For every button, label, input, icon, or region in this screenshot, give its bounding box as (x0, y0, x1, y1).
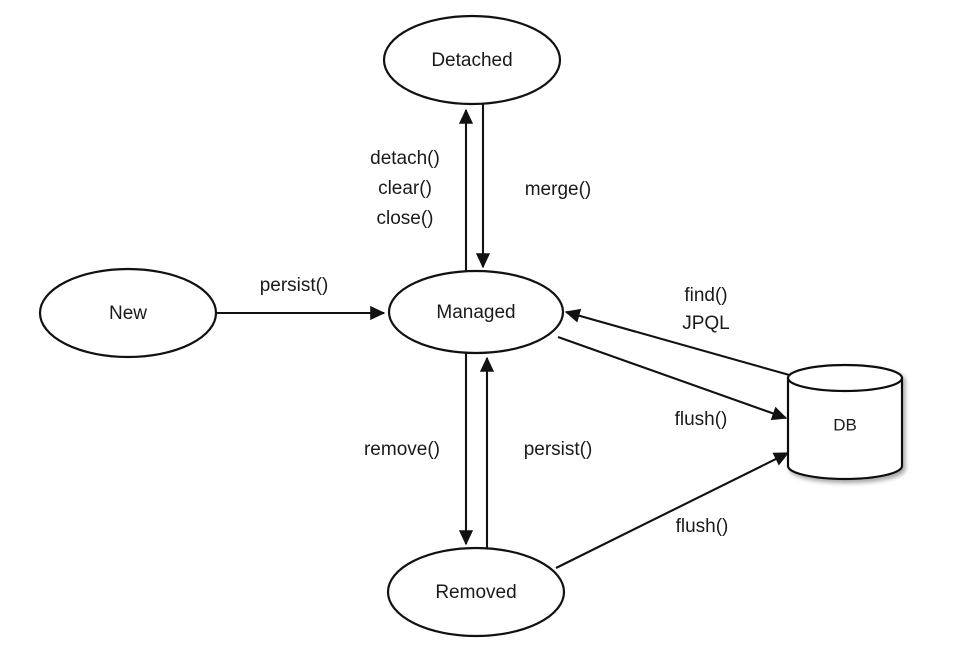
edge-label-managed-to-detached: detach() clear() close() (370, 148, 440, 229)
edge-label-flush-removed: flush() (676, 516, 729, 537)
node-db[interactable]: DB (786, 363, 904, 481)
node-managed-label: Managed (436, 302, 515, 323)
edge-db-to-managed (564, 308, 801, 380)
edge-label-detach: detach() (370, 148, 440, 169)
node-detached[interactable]: Detached (382, 14, 562, 106)
edge-label-flush-managed: flush() (675, 409, 728, 430)
edge-label-persist-new: persist() (260, 275, 329, 296)
edge-label-jpql: JPQL (682, 313, 730, 334)
node-new[interactable]: New (38, 267, 218, 359)
edge-label-db-to-managed: find() JPQL (682, 285, 730, 334)
edge-managed-to-db (557, 336, 788, 421)
node-db-top (786, 363, 904, 393)
node-detached-label: Detached (431, 50, 512, 71)
node-removed-shape[interactable] (386, 546, 566, 638)
node-managed-shape[interactable] (387, 269, 565, 355)
node-detached-shape[interactable] (382, 14, 562, 106)
edge-label-persist-removed: persist() (524, 439, 593, 460)
node-removed[interactable]: Removed (386, 546, 566, 638)
edge-line-db-to-managed (564, 308, 801, 380)
edge-label-find: find() (684, 285, 727, 306)
edge-label-close: close() (376, 208, 433, 229)
edge-label-remove: remove() (364, 439, 440, 460)
edge-line-managed-to-db (557, 336, 788, 421)
node-new-shape[interactable] (38, 267, 218, 359)
node-db-body[interactable] (786, 376, 904, 481)
node-db-label: DB (833, 415, 857, 434)
node-new-label: New (109, 303, 147, 324)
edge-label-merge: merge() (525, 179, 592, 200)
node-managed[interactable]: Managed (387, 269, 565, 355)
node-removed-label: Removed (435, 582, 516, 603)
edge-removed-to-db (555, 452, 790, 569)
edge-line-removed-to-db (555, 452, 790, 569)
edge-label-clear: clear() (378, 178, 432, 199)
